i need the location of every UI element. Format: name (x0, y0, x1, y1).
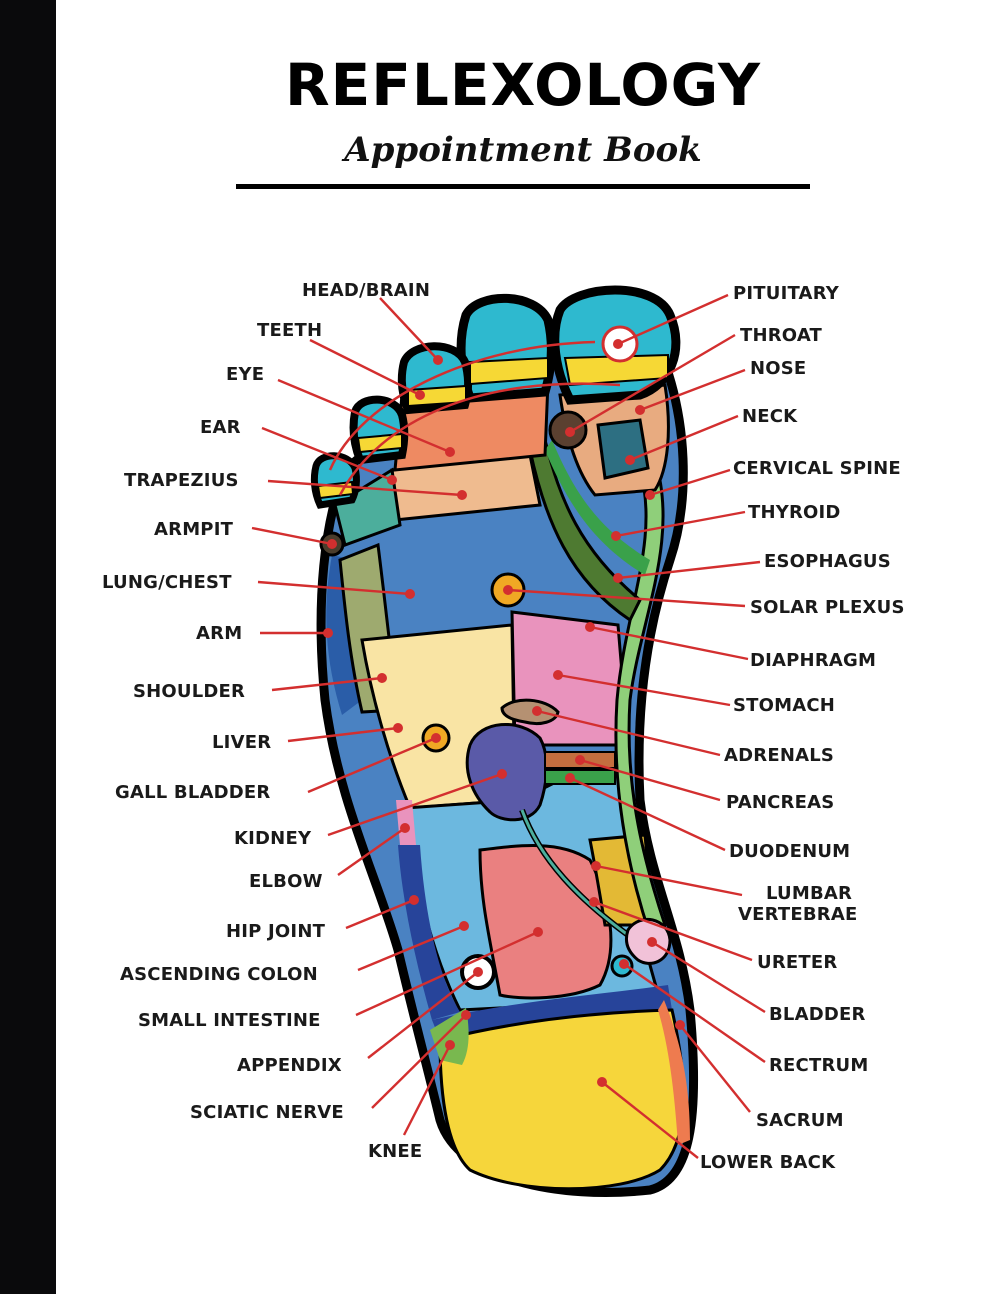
toe-band-4 (356, 432, 403, 454)
label-pancreas: PANCREAS (726, 792, 834, 813)
label-sciatic-nerve: SCIATIC NERVE (190, 1102, 344, 1123)
leader-lines (251, 293, 766, 1159)
left-labels: HEAD/BRAIN TEETH EYE EAR TRAPEZIUS ARMPI… (102, 280, 430, 1162)
label-lung-chest: LUNG/CHEST (102, 572, 232, 593)
label-ascending-colon: ASCENDING COLON (120, 964, 318, 985)
label-rectrum: RECTRUM (769, 1055, 868, 1076)
label-adrenals: ADRENALS (724, 745, 834, 766)
book-spine (0, 0, 56, 1294)
adrenal-shape (500, 698, 560, 726)
label-nose: NOSE (750, 358, 806, 379)
label-ureter: URETER (757, 952, 837, 973)
label-pituitary: PITUITARY (733, 283, 840, 304)
label-thyroid: THYROID (748, 502, 841, 523)
right-labels: PITUITARY THROAT NOSE NECK CERVICAL SPIN… (700, 283, 905, 1173)
duodenum-band (544, 769, 616, 785)
label-neck: NECK (742, 406, 798, 427)
ureter-inner (520, 809, 629, 937)
label-head-brain: HEAD/BRAIN (302, 280, 430, 301)
cover-subtitle: Appointment Book (344, 130, 702, 170)
kidney-shape (465, 723, 549, 822)
label-esophagus: ESOPHAGUS (764, 551, 891, 572)
label-appendix: APPENDIX (237, 1055, 342, 1076)
elbow-zone (396, 800, 416, 845)
label-trapezius: TRAPEZIUS (124, 470, 239, 491)
foot-illustration (310, 285, 699, 1197)
sacrum-zone (658, 1000, 690, 1145)
label-sacrum: SACRUM (756, 1110, 844, 1131)
label-eye: EYE (226, 364, 264, 385)
label-diaphragm: DIAPHRAGM (750, 650, 876, 671)
label-knee: KNEE (368, 1141, 422, 1162)
small-intestine-zone (478, 844, 613, 1000)
eye-arc (328, 340, 596, 471)
label-duodenum: DUODENUM (729, 841, 850, 862)
toe-band-2 (469, 356, 549, 386)
label-small-intestine: SMALL INTESTINE (138, 1010, 321, 1031)
label-teeth: TEETH (257, 320, 322, 341)
hip-joint-zone (398, 845, 460, 1020)
label-ear: EAR (200, 417, 241, 438)
label-lower-back: LOWER BACK (700, 1152, 836, 1173)
esophagus-zone (528, 437, 642, 623)
label-armpit: ARMPIT (154, 519, 234, 540)
label-cervical-spine: CERVICAL SPINE (733, 458, 901, 479)
label-throat: THROAT (740, 325, 823, 346)
thyroid-zone (545, 440, 650, 575)
label-lumbar: LUMBAR (766, 883, 852, 904)
label-liver: LIVER (212, 732, 271, 753)
heel-zone (438, 1008, 685, 1191)
label-gall-bladder: GALL BLADDER (115, 782, 270, 803)
neck-block (596, 418, 650, 480)
label-vertebrae: VERTEBRAE (738, 904, 857, 925)
title-underline (236, 184, 810, 189)
label-shoulder: SHOULDER (133, 681, 245, 702)
label-arm: ARM (196, 623, 242, 644)
cover-title: REFLEXOLOGY (285, 51, 761, 119)
label-stomach: STOMACH (733, 695, 835, 716)
label-bladder: BLADDER (769, 1004, 866, 1025)
label-solar-plexus: SOLAR PLEXUS (750, 597, 905, 618)
label-elbow: ELBOW (249, 871, 323, 892)
label-hip-joint: HIP JOINT (226, 921, 326, 942)
pelvic-band (432, 985, 672, 1040)
label-kidney: KIDNEY (234, 828, 312, 849)
